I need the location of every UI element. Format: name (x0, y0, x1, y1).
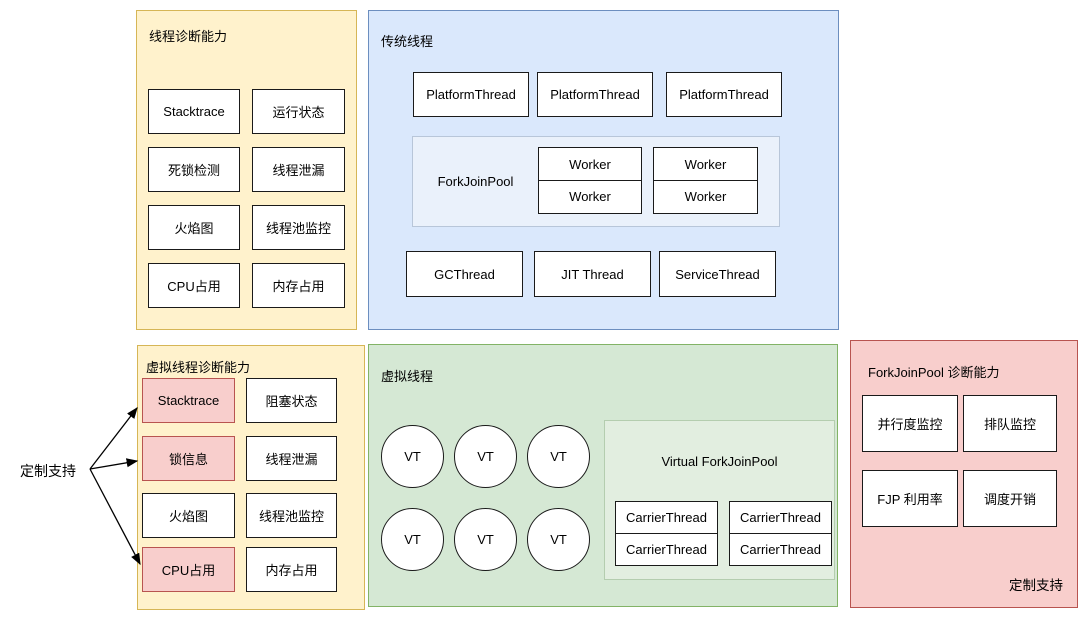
forkjoinpool-container: ForkJoinPool Worker Worker Worker Worker (412, 136, 780, 227)
panel-traditional-threads-title: 传统线程 (381, 34, 434, 49)
panel-thread-diagnostics: 线程诊断能力 Stacktrace 运行状态 死锁检测 线程泄漏 火焰图 线程池… (136, 10, 357, 330)
vt-capability-box-lock-info: 锁信息 (142, 436, 235, 481)
panel-traditional-threads: 传统线程 PlatformThread PlatformThread Platf… (368, 10, 839, 330)
service-thread-box: ServiceThread (659, 251, 776, 297)
panel-virtual-threads-title: 虚拟线程 (381, 369, 434, 384)
forkjoinpool-label: ForkJoinPool (437, 174, 514, 189)
capability-box-mem-usage: 内存占用 (252, 263, 345, 308)
virtual-thread-circle: VT (381, 425, 444, 488)
vt-capability-box-block-state: 阻塞状态 (246, 378, 337, 423)
fjp-box-scheduling-overhead: 调度开销 (963, 470, 1057, 527)
virtual-forkjoinpool-container: Virtual ForkJoinPool CarrierThread Carri… (604, 420, 835, 580)
fjp-custom-support-label: 定制支持 (1009, 578, 1063, 593)
arrow-to-lock-info (89, 458, 139, 470)
worker-box: Worker (653, 179, 758, 214)
platform-thread-box: PlatformThread (537, 72, 653, 117)
arrow-to-cpu-usage (89, 468, 141, 566)
fjp-box-parallelism-monitor: 并行度监控 (862, 395, 958, 452)
panel-fjp-diagnostics-title: ForkJoinPool 诊断能力 (868, 365, 1000, 380)
virtual-forkjoinpool-label: Virtual ForkJoinPool (661, 453, 778, 469)
platform-thread-box: PlatformThread (666, 72, 782, 117)
carrier-thread-box: CarrierThread (615, 532, 718, 566)
capability-box-thread-leak: 线程泄漏 (252, 147, 345, 192)
jit-thread-box: JIT Thread (534, 251, 651, 297)
capability-box-stacktrace: Stacktrace (148, 89, 240, 134)
platform-thread-box: PlatformThread (413, 72, 529, 117)
carrier-thread-box: CarrierThread (729, 501, 832, 534)
capability-box-run-state: 运行状态 (252, 89, 345, 134)
panel-virtual-threads: 虚拟线程 VT VT VT VT VT VT Virtual ForkJoinP… (368, 344, 838, 607)
virtual-thread-circle: VT (454, 425, 517, 488)
virtual-thread-circle: VT (454, 508, 517, 571)
capability-box-pool-monitor: 线程池监控 (252, 205, 345, 250)
capability-box-flamegraph: 火焰图 (148, 205, 240, 250)
panel-thread-diagnostics-title: 线程诊断能力 (149, 29, 228, 44)
virtual-thread-circle: VT (381, 508, 444, 571)
fjp-box-queue-monitor: 排队监控 (963, 395, 1057, 452)
panel-fjp-diagnostics: ForkJoinPool 诊断能力 并行度监控 排队监控 FJP 利用率 调度开… (850, 340, 1078, 608)
carrier-thread-box: CarrierThread (615, 501, 718, 534)
fjp-box-utilization: FJP 利用率 (862, 470, 958, 527)
worker-box: Worker (653, 147, 758, 181)
panel-vt-diagnostics: 虚拟线程诊断能力 Stacktrace 阻塞状态 锁信息 线程泄漏 火焰图 线程… (137, 345, 365, 610)
gc-thread-box: GCThread (406, 251, 523, 297)
custom-support-arrows (89, 406, 141, 566)
worker-box: Worker (538, 179, 642, 214)
panel-vt-diagnostics-title: 虚拟线程诊断能力 (146, 360, 251, 375)
capability-box-deadlock: 死锁检测 (148, 147, 240, 192)
vt-capability-box-cpu-usage: CPU占用 (142, 547, 235, 592)
carrier-thread-box: CarrierThread (729, 532, 832, 566)
custom-support-label: 定制支持 (20, 463, 76, 479)
vt-capability-box-stacktrace: Stacktrace (142, 378, 235, 423)
vt-capability-box-flamegraph: 火焰图 (142, 493, 235, 538)
vt-capability-box-pool-monitor: 线程池监控 (246, 493, 337, 538)
arrow-to-stacktrace (89, 406, 138, 470)
virtual-thread-circle: VT (527, 508, 590, 571)
virtual-thread-circle: VT (527, 425, 590, 488)
vt-capability-box-thread-leak: 线程泄漏 (246, 436, 337, 481)
vt-capability-box-mem-usage: 内存占用 (246, 547, 337, 592)
capability-box-cpu-usage: CPU占用 (148, 263, 240, 308)
worker-box: Worker (538, 147, 642, 181)
